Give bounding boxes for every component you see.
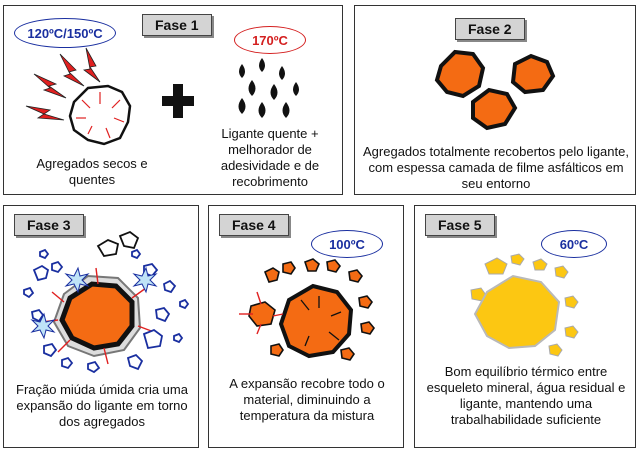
expansion-arrows-icon <box>41 267 155 365</box>
coated-aggregate <box>434 49 486 99</box>
panel-fase-4: Fase 4 100ºC A expansão recobre todo o m… <box>208 205 404 448</box>
heat-loss-arrows-icon <box>239 291 284 335</box>
fase-4-illustration <box>239 258 375 361</box>
fase-5-caption: Bom equilíbrio térmico entre esqueleto m… <box>426 364 626 427</box>
binder-drops-icon <box>238 58 299 118</box>
fase-5-illustration <box>470 253 579 357</box>
panel-fase-3: Fase 3 Fração miúda úmida cria uma expan… <box>3 205 199 448</box>
fase-1-illustration <box>25 47 299 146</box>
fase-4-temp: 100ºC <box>311 230 383 258</box>
fase-1-temp-aggregate: 120ºC/150ºC <box>14 18 116 48</box>
compression-arrows-icon <box>300 296 342 347</box>
fine-aggregates-icon <box>23 248 190 374</box>
fase-2-illustration <box>434 49 556 131</box>
panel-fase-1: Fase 1 120ºC/150ºC 170ºC Agregados secos… <box>3 5 343 195</box>
coated-aggregate <box>510 53 556 95</box>
coated-aggregate <box>471 87 518 131</box>
coated-aggregate <box>59 281 135 351</box>
heat-arrows-icon <box>76 92 125 139</box>
heat-bolts-icon <box>25 47 101 121</box>
fase-2-caption: Agregados totalmente recobertos pelo lig… <box>363 144 629 191</box>
dry-aggregate <box>68 84 132 146</box>
stable-aggregate <box>473 274 561 350</box>
fase-1-caption-binder: Ligante quente + melhorador de adesivida… <box>220 126 320 189</box>
fase-4-caption: A expansão recobre todo o material, dimi… <box>229 376 385 423</box>
fase-3-illustration <box>23 230 190 374</box>
fase-4-label: Fase 4 <box>219 214 289 236</box>
fase-5-temp: 60ºC <box>541 230 607 258</box>
fase-5-label: Fase 5 <box>425 214 495 236</box>
fase-3-label: Fase 3 <box>14 214 84 236</box>
fase-1-label: Fase 1 <box>142 14 212 36</box>
fase-1-caption-aggregate: Agregados secos e quentes <box>36 156 148 187</box>
panel-fase-2: Fase 2 Agregados totalmente recobertos p… <box>354 5 636 195</box>
steam-splash-icon <box>30 266 158 340</box>
fase-3-caption: Fração miúda úmida cria uma expansão do … <box>16 382 188 429</box>
fase-2-label: Fase 2 <box>455 18 525 40</box>
coated-aggregate <box>278 283 354 359</box>
fase-1-temp-binder: 170ºC <box>234 26 306 54</box>
small-coated-aggregate <box>248 301 276 327</box>
panel-fase-5: Fase 5 60ºC Bom equilíbrio térmico entre… <box>414 205 636 448</box>
